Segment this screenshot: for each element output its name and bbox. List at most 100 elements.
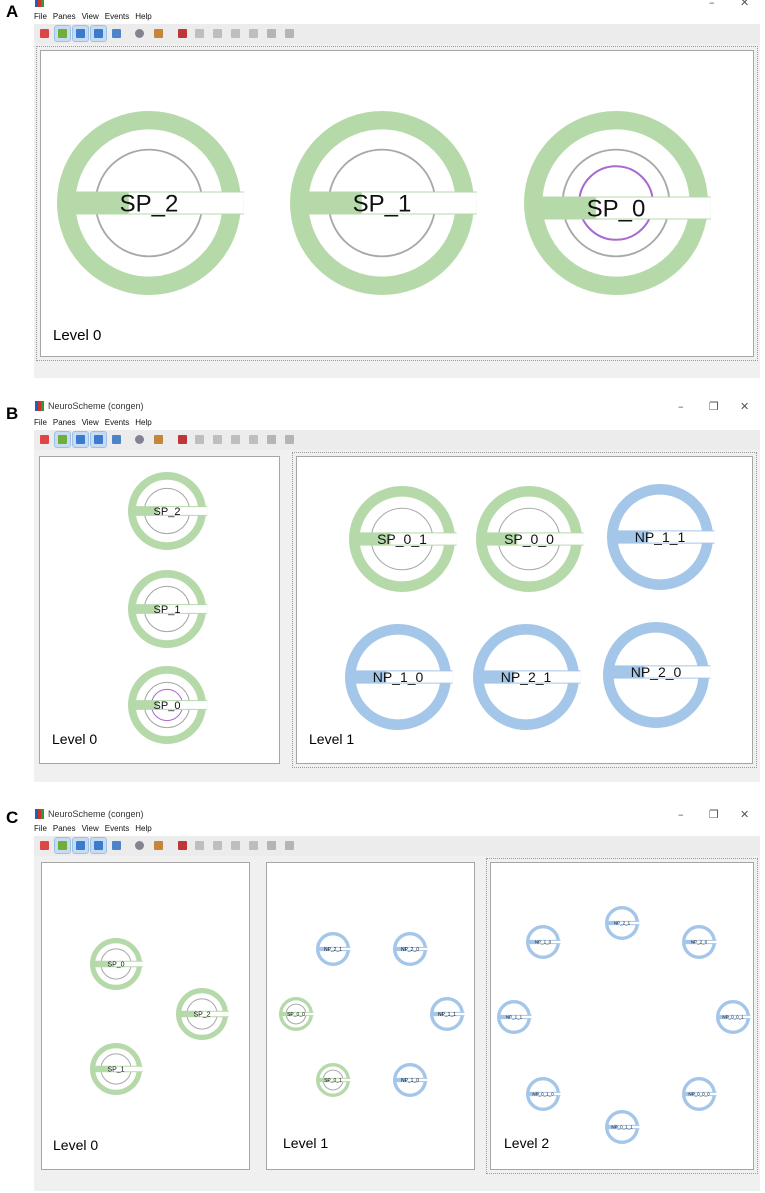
- super-population-node[interactable]: SP_2: [176, 987, 229, 1040]
- tower-icon[interactable]: [175, 26, 190, 41]
- super-population-node[interactable]: SP_0_0: [278, 996, 314, 1031]
- neuron-population-node[interactable]: NP_2_0: [681, 925, 717, 960]
- clipboard-icon[interactable]: [210, 432, 225, 447]
- menu-help[interactable]: Help: [135, 12, 152, 21]
- menu-help[interactable]: Help: [135, 824, 152, 833]
- menu-events[interactable]: Events: [104, 824, 130, 833]
- menu-file[interactable]: File: [34, 12, 47, 21]
- tower-icon[interactable]: [175, 838, 190, 853]
- home-icon[interactable]: [37, 838, 52, 853]
- clipboard-icon[interactable]: [228, 838, 243, 853]
- clipboard-icon[interactable]: [246, 26, 261, 41]
- super-population-node[interactable]: SP_0_1: [316, 1062, 351, 1097]
- gear-icon[interactable]: [132, 838, 147, 853]
- text-icon[interactable]: [90, 25, 107, 42]
- clipboard-icon[interactable]: [246, 432, 261, 447]
- neuron-population-node[interactable]: NP_0_0_0: [681, 1076, 717, 1111]
- menu-events[interactable]: Events: [104, 12, 130, 21]
- neuron-population-node[interactable]: NP_1_1: [496, 999, 532, 1034]
- clipboard-icon[interactable]: [192, 432, 207, 447]
- super-population-node[interactable]: SP_2: [128, 472, 208, 550]
- gear-icon[interactable]: [132, 432, 147, 447]
- camera-icon[interactable]: [264, 26, 279, 41]
- menu-view[interactable]: View: [81, 12, 99, 21]
- super-population-node[interactable]: SP_0: [128, 665, 208, 744]
- menu-panes[interactable]: Panes: [52, 12, 76, 21]
- minimize-button[interactable]: –: [678, 808, 684, 821]
- columns-icon[interactable]: [72, 25, 89, 42]
- clipboard-icon[interactable]: [246, 838, 261, 853]
- book-icon[interactable]: [151, 26, 166, 41]
- gear-icon[interactable]: [132, 26, 147, 41]
- path-icon[interactable]: [54, 25, 71, 42]
- super-population-node[interactable]: SP_0: [524, 110, 711, 296]
- neuron-population-node[interactable]: NP_1_0: [526, 925, 561, 960]
- calendar-icon[interactable]: [109, 838, 124, 853]
- menu-view[interactable]: View: [81, 418, 99, 427]
- neuron-population-node[interactable]: NP_2_1: [316, 931, 351, 966]
- camera-icon[interactable]: [264, 838, 279, 853]
- neuron-population-node[interactable]: NP_2_0: [602, 622, 711, 729]
- neuron-population-node[interactable]: NP_1_0: [392, 1062, 428, 1097]
- menu-events[interactable]: Events: [104, 418, 130, 427]
- neuron-population-node[interactable]: NP_1_0: [344, 624, 453, 731]
- maximize-button[interactable]: ❐: [709, 400, 719, 413]
- book-icon[interactable]: [151, 838, 166, 853]
- neuron-population-node[interactable]: NP_0_0_1: [715, 999, 751, 1034]
- super-population-node[interactable]: SP_2: [56, 110, 244, 296]
- path-icon[interactable]: [54, 837, 71, 854]
- clipboard-icon[interactable]: [210, 838, 225, 853]
- maximize-button[interactable]: ❐: [709, 808, 719, 821]
- neuron-population-node[interactable]: NP_1_1: [606, 483, 715, 591]
- camera-icon[interactable]: [282, 432, 297, 447]
- super-population-node[interactable]: SP_0_0: [476, 485, 584, 593]
- menu-help[interactable]: Help: [135, 418, 152, 427]
- super-population-node[interactable]: SP_1: [128, 570, 208, 648]
- menu-file[interactable]: File: [34, 418, 47, 427]
- tower-icon[interactable]: [175, 432, 190, 447]
- camera-icon[interactable]: [282, 838, 297, 853]
- calendar-icon[interactable]: [109, 26, 124, 41]
- clipboard-icon[interactable]: [210, 26, 225, 41]
- neuron-population-node[interactable]: NP_2_1: [604, 906, 640, 941]
- menu-panes[interactable]: Panes: [52, 824, 76, 833]
- menu-file[interactable]: File: [34, 824, 47, 833]
- super-population-node[interactable]: SP_0: [89, 937, 143, 990]
- minimize-button[interactable]: –: [709, 0, 715, 9]
- super-population-node[interactable]: SP_1: [89, 1043, 143, 1096]
- menu-view[interactable]: View: [81, 824, 99, 833]
- calendar-icon[interactable]: [109, 432, 124, 447]
- camera-icon[interactable]: [264, 432, 279, 447]
- home-icon[interactable]: [37, 432, 52, 447]
- minimize-button[interactable]: –: [678, 400, 684, 413]
- neuron-population-node[interactable]: NP_0_1_0: [526, 1076, 561, 1111]
- close-button[interactable]: ✕: [740, 400, 750, 413]
- text-icon[interactable]: [90, 431, 107, 448]
- columns-icon[interactable]: [72, 837, 89, 854]
- clipboard-icon[interactable]: [192, 838, 207, 853]
- clipboard-icon[interactable]: [228, 432, 243, 447]
- menu-panes[interactable]: Panes: [52, 418, 76, 427]
- clipboard-icon[interactable]: [192, 26, 207, 41]
- neuron-population-node[interactable]: NP_2_1: [473, 624, 581, 731]
- path-icon[interactable]: [54, 431, 71, 448]
- home-icon[interactable]: [37, 26, 52, 41]
- columns-icon[interactable]: [72, 431, 89, 448]
- text-icon[interactable]: [90, 837, 107, 854]
- super-population-node[interactable]: SP_1: [290, 110, 477, 296]
- camera-icon[interactable]: [282, 26, 297, 41]
- neuron-population-node[interactable]: NP_2_0: [392, 931, 428, 966]
- clipboard-icon[interactable]: [228, 26, 243, 41]
- close-button[interactable]: ✕: [740, 0, 750, 9]
- book-icon[interactable]: [151, 432, 166, 447]
- super-population-node[interactable]: SP_0_1: [348, 485, 457, 593]
- neuron-population-node[interactable]: NP_0_1_1: [604, 1109, 640, 1144]
- close-button[interactable]: ✕: [740, 808, 750, 821]
- neuron-population-node[interactable]: NP_1_1: [429, 996, 465, 1031]
